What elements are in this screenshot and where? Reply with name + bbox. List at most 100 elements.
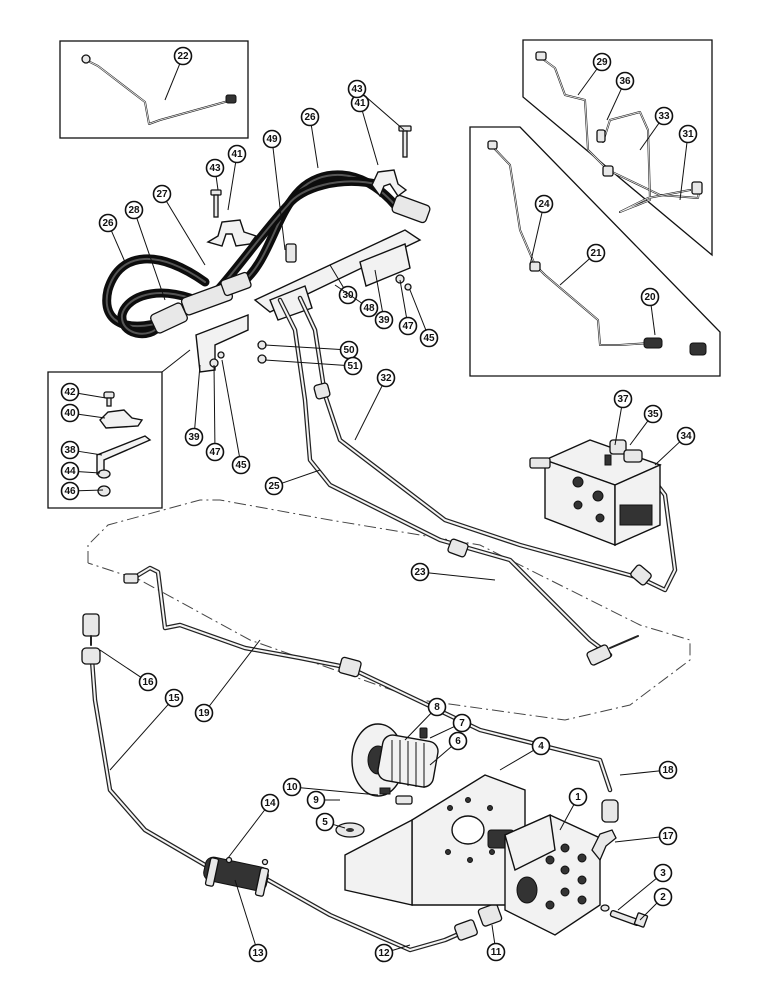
callout-circle	[678, 124, 698, 144]
callout-circle	[568, 787, 588, 807]
callout-number: 45	[235, 460, 247, 471]
callout-number: 17	[662, 831, 674, 842]
callout-number: 21	[590, 248, 602, 259]
callout-18: 18	[619, 760, 678, 780]
bracket-4-bore	[451, 815, 485, 845]
callout-circle	[452, 713, 472, 733]
callout-leader-line	[281, 469, 321, 484]
tube-23-end-nut	[586, 644, 612, 666]
callout-23: 23	[410, 562, 496, 582]
callout-circle	[653, 887, 673, 907]
pump-cover-bolts	[545, 843, 587, 910]
tube-21-union	[529, 261, 541, 272]
callout-number: 41	[354, 98, 366, 109]
callout-number: 1	[575, 792, 581, 803]
callout-40: 40	[60, 403, 106, 423]
callout-number: 33	[658, 111, 670, 122]
callout-leader-line	[329, 264, 345, 288]
dashed-tractor-outline	[87, 499, 691, 721]
callout-number: 30	[342, 290, 354, 301]
callout-number: 16	[142, 677, 154, 688]
callout-leader-line	[361, 111, 379, 166]
callout-circle	[260, 793, 280, 813]
callout-26: 26	[300, 107, 320, 169]
callout-11: 11	[486, 924, 506, 962]
callout-13: 13	[234, 879, 268, 963]
callout-circle	[398, 316, 418, 336]
callout-number: 26	[102, 218, 114, 229]
tube-24-end-fitting	[487, 140, 498, 150]
callout-circle	[60, 382, 80, 402]
callout-number: 2	[660, 892, 666, 903]
callout-circle	[419, 328, 439, 348]
callout-number: 11	[491, 947, 502, 958]
callout-leader-line	[374, 269, 383, 312]
washer-44	[97, 469, 111, 479]
clamps-and-bolts	[206, 125, 412, 247]
callout-number: 28	[128, 205, 140, 216]
callout-circle	[60, 440, 80, 460]
callout-number: 51	[347, 361, 359, 372]
callout-number: 19	[198, 708, 210, 719]
bolt-42	[103, 391, 115, 399]
callout-20: 20	[640, 287, 660, 336]
callout-leader-line	[78, 392, 107, 399]
callout-leader-line	[399, 279, 408, 318]
callout-46: 46	[60, 481, 104, 501]
callout-number: 13	[252, 948, 264, 959]
callout-number: 43	[351, 84, 363, 95]
callout-circle	[343, 356, 363, 376]
callout-50: 50	[264, 340, 359, 360]
callout-38: 38	[60, 440, 103, 460]
callout-circle	[98, 213, 118, 233]
tube-36-fitting	[596, 129, 606, 143]
callout-circle	[138, 672, 158, 692]
callout-number: 40	[64, 408, 76, 419]
callout-circle	[164, 688, 184, 708]
inset-frame-bracket-parts	[47, 371, 163, 509]
callout-circle	[613, 389, 633, 409]
callout-number: 47	[402, 321, 414, 332]
callout-21: 21	[559, 243, 606, 286]
bolt-9	[395, 795, 413, 805]
callout-number: 46	[64, 486, 76, 497]
clamp-41-left	[206, 219, 258, 247]
callout-number: 41	[231, 149, 243, 160]
callout-43: 43	[205, 158, 225, 191]
set-screw-7	[419, 727, 428, 739]
nut-47-right	[395, 274, 405, 284]
fitting-27-nut	[220, 271, 252, 297]
callout-circle	[152, 184, 172, 204]
callout-3: 3	[617, 863, 673, 911]
callout-number: 4	[538, 741, 544, 752]
callout-leader-line	[78, 471, 101, 474]
callout-circle	[592, 52, 612, 72]
callout-leader-line	[227, 162, 237, 211]
callout-circle	[658, 826, 678, 846]
callout-number: 10	[286, 782, 298, 793]
callout-33: 33	[639, 106, 674, 151]
callout-leader-line	[264, 359, 345, 366]
bracket-39-left	[195, 313, 249, 373]
callout-number: 39	[188, 432, 200, 443]
tube-32-union	[313, 382, 331, 400]
callout-labels: 1234567891011121314151617181920212223242…	[60, 46, 698, 963]
callout-number: 15	[168, 693, 180, 704]
bracket-parts-inset	[96, 391, 152, 497]
callout-number: 5	[322, 817, 328, 828]
callout-leader-line	[99, 649, 142, 678]
callout-circle	[315, 812, 335, 832]
callout-number: 34	[680, 431, 692, 442]
callout-circle	[347, 79, 367, 99]
callout-leader-line	[78, 413, 106, 419]
callout-7: 7	[429, 713, 472, 739]
tubes-25-32-23	[277, 295, 678, 666]
callout-leader-line	[300, 787, 379, 796]
callout-circle	[643, 404, 663, 424]
callout-number: 14	[264, 798, 276, 809]
callout-12: 12	[374, 943, 411, 963]
callout-37: 37	[613, 389, 633, 446]
tube-22-nut-right	[225, 94, 237, 104]
callout-49: 49	[262, 129, 286, 251]
callout-circle	[376, 368, 396, 388]
